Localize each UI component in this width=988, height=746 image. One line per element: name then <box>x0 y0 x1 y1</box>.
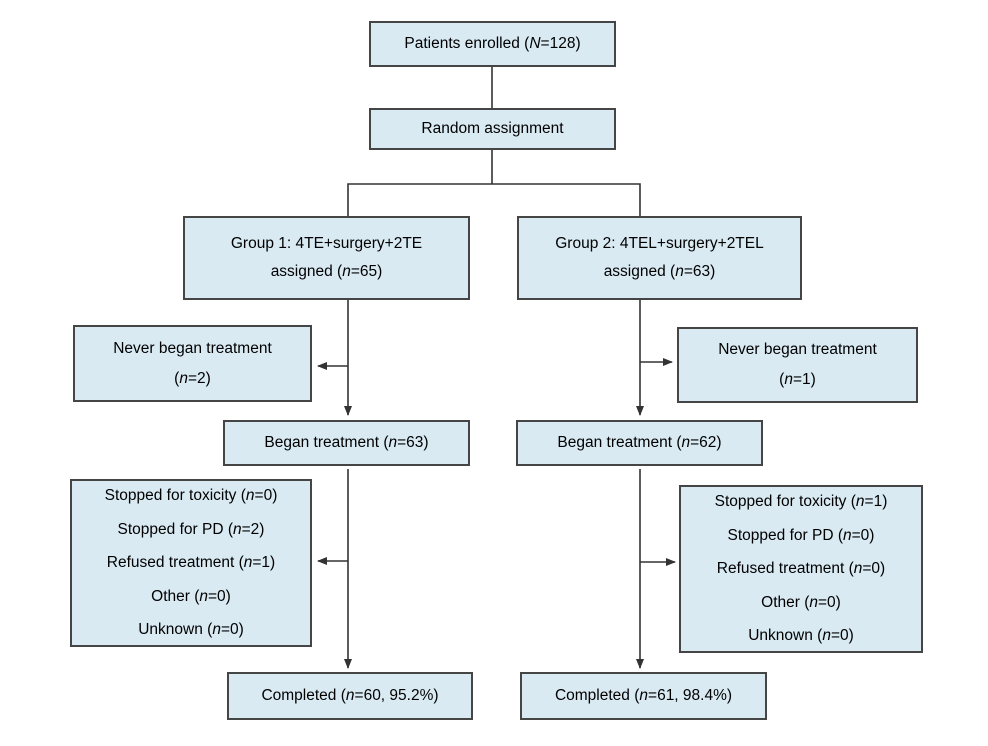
text-post: =1) <box>864 493 888 511</box>
text-pre: Other ( <box>761 593 810 611</box>
stopped2-text-line-3: Other (n=0) <box>761 586 841 620</box>
italic-n: n <box>199 587 208 605</box>
never2-text-line-1: (n=1) <box>779 365 816 395</box>
text-post: =2) <box>187 369 211 387</box>
text-pre: Patients enrolled ( <box>404 35 530 52</box>
text-post: =2) <box>241 520 265 538</box>
group1-text-line-1: assigned (n=65) <box>271 258 383 286</box>
text-pre: Never began treatment <box>718 341 877 358</box>
text-post: =0) <box>862 560 886 578</box>
box-never-began-right: Never began treatment (n=1) <box>677 327 918 403</box>
text-pre: Completed ( <box>554 687 640 704</box>
text-post: =0) <box>830 627 854 645</box>
italic-n: n <box>345 687 355 704</box>
stopped2-text-line-4: Unknown (n=0) <box>748 619 854 653</box>
group2-text-line-0: Group 2: 4TEL+surgery+2TEL <box>555 230 764 258</box>
stopped2-text-line-2: Refused treatment (n=0) <box>717 552 885 586</box>
text-pre: assigned ( <box>603 263 676 280</box>
box-discontinued-right: Stopped for toxicity (n=1)Stopped for PD… <box>679 485 923 653</box>
completed2-text-line-0: Completed (n=61, 98.4%) <box>555 682 732 710</box>
text-pre: Began treatment ( <box>557 434 682 451</box>
box-patients-enrolled: Patients enrolled (N=128) <box>369 21 616 67</box>
italic-n: n <box>388 434 398 451</box>
text-post: =1) <box>252 554 276 572</box>
italic-n: n <box>243 554 253 572</box>
text-pre: Refused treatment ( <box>716 560 854 578</box>
box-group1-assigned: Group 1: 4TE+surgery+2TE assigned (n=65) <box>183 216 470 300</box>
italic-n: n <box>822 627 831 645</box>
italic-n: n <box>681 434 691 451</box>
connector-branch-to-groups <box>347 183 641 217</box>
box-never-began-left: Never began treatment (n=2) <box>73 325 312 402</box>
box-began-treatment-left: Began treatment (n=63) <box>223 420 470 466</box>
text-post: =63) <box>397 434 429 451</box>
text-post: =0) <box>208 587 231 605</box>
box-discontinued-left: Stopped for toxicity (n=0)Stopped for PD… <box>70 479 312 647</box>
text-pre: Random assignment <box>421 120 564 137</box>
stopped1-text-line-1: Stopped for PD (n=2) <box>118 513 265 547</box>
italic-n: n <box>675 263 684 280</box>
text-post: =0) <box>220 621 244 639</box>
italic-n: n <box>809 593 818 611</box>
stopped2-text-line-1: Stopped for PD (n=0) <box>728 519 875 553</box>
italic-n: n <box>639 687 649 704</box>
random-text-line-0: Random assignment <box>421 115 563 143</box>
italic-n: n <box>342 263 351 280</box>
text-pre: Group 2: 4TEL+surgery+2TEL <box>555 235 764 252</box>
text-post: =65) <box>350 263 383 280</box>
text-pre: Stopped for toxicity ( <box>714 493 856 511</box>
text-post: =62) <box>690 434 722 451</box>
never1-text-line-0: Never began treatment <box>113 334 272 364</box>
text-pre: Refused treatment ( <box>106 554 244 572</box>
stopped1-text-line-3: Other (n=0) <box>151 580 231 614</box>
text-pre: Stopped for PD ( <box>117 520 233 538</box>
italic-n: n <box>179 369 188 387</box>
group2-text-line-1: assigned (n=63) <box>604 258 716 286</box>
text-pre: Began treatment ( <box>264 434 389 451</box>
text-post: =0) <box>818 593 841 611</box>
box-began-treatment-right: Began treatment (n=62) <box>516 420 763 466</box>
text-post: =0) <box>254 487 278 505</box>
text-pre: ( <box>779 371 785 388</box>
text-pre: Never began treatment <box>113 339 272 357</box>
stopped1-text-line-2: Refused treatment (n=1) <box>107 546 275 580</box>
box-random-assignment: Random assignment <box>369 108 616 150</box>
stopped2-text-line-0: Stopped for toxicity (n=1) <box>715 485 888 519</box>
text-pre: Completed ( <box>261 687 346 704</box>
enrolled-text-line-0: Patients enrolled (N=128) <box>404 30 580 58</box>
italic-n: n <box>855 493 865 511</box>
completed1-text-line-0: Completed (n=60, 95.2%) <box>261 682 438 710</box>
italic-n: n <box>842 526 852 544</box>
italic-n: n <box>232 520 242 538</box>
text-pre: Stopped for PD ( <box>727 526 843 544</box>
italic-n: n <box>245 487 255 505</box>
text-pre: Other ( <box>151 587 200 605</box>
text-pre: Stopped for toxicity ( <box>104 487 246 505</box>
box-completed-right: Completed (n=61, 98.4%) <box>520 672 767 720</box>
italic-n: N <box>529 35 541 52</box>
began2-text-line-0: Began treatment (n=62) <box>557 429 721 457</box>
began1-text-line-0: Began treatment (n=63) <box>264 429 428 457</box>
text-post: =60, 95.2%) <box>354 687 439 704</box>
text-pre: Unknown ( <box>748 627 823 645</box>
stopped1-text-line-0: Stopped for toxicity (n=0) <box>105 479 278 513</box>
text-pre: assigned ( <box>270 263 343 280</box>
text-pre: Unknown ( <box>138 621 213 639</box>
group1-text-line-0: Group 1: 4TE+surgery+2TE <box>231 230 422 258</box>
italic-n: n <box>212 621 221 639</box>
box-completed-left: Completed (n=60, 95.2%) <box>227 672 473 720</box>
text-post: =61, 98.4%) <box>648 687 733 704</box>
italic-n: n <box>784 371 793 388</box>
never2-text-line-0: Never began treatment <box>718 335 877 365</box>
text-pre: Group 1: 4TE+surgery+2TE <box>230 235 423 252</box>
box-group2-assigned: Group 2: 4TEL+surgery+2TEL assigned (n=63… <box>517 216 802 300</box>
stopped1-text-line-4: Unknown (n=0) <box>138 613 244 647</box>
never1-text-line-1: (n=2) <box>174 364 211 394</box>
text-post: =128) <box>540 35 581 52</box>
text-post: =63) <box>683 263 716 280</box>
italic-n: n <box>853 560 863 578</box>
text-pre: ( <box>174 369 180 387</box>
text-post: =1) <box>792 371 816 388</box>
text-post: =0) <box>851 526 875 544</box>
